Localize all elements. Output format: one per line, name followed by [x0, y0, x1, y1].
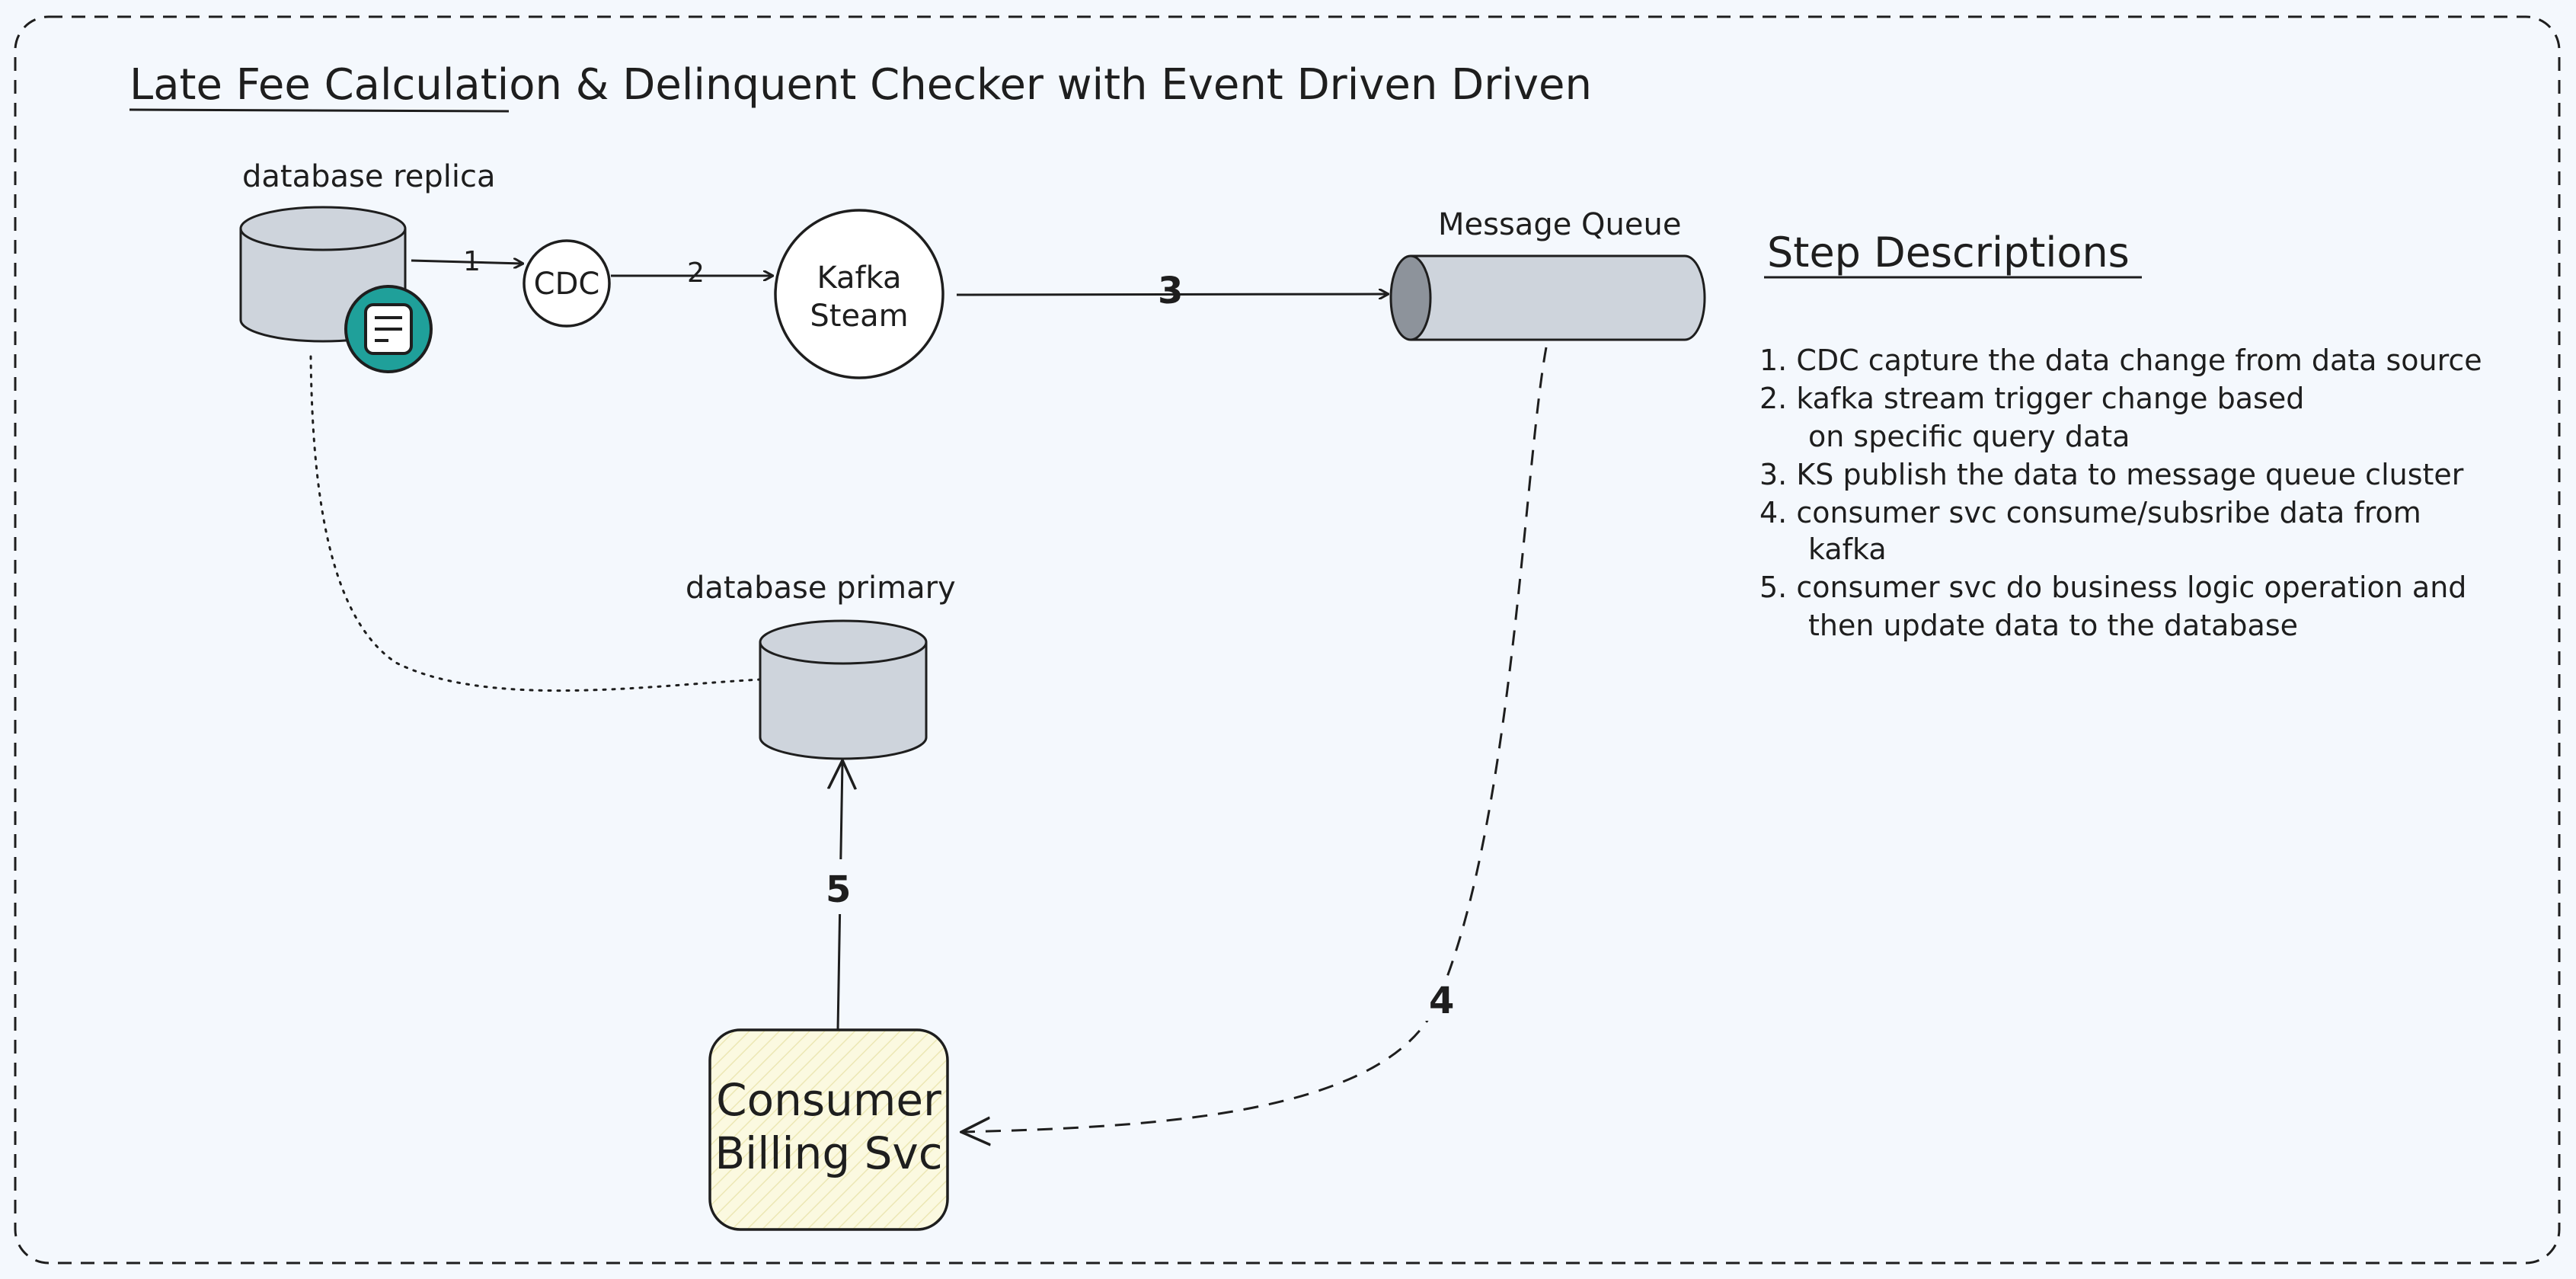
step-2-line1: 2. kafka stream trigger change based — [1759, 382, 2304, 415]
cdc-label: CDC — [534, 267, 600, 302]
svc-label-line2: Billing Svc — [714, 1127, 942, 1179]
step-3: 3. KS publish the data to message queue … — [1759, 458, 2464, 491]
arrow-3 — [956, 294, 1388, 295]
db-replica-label: database replica — [242, 159, 495, 194]
arrow-3-label: 3 — [1158, 270, 1183, 312]
kafka-stream-node[interactable] — [774, 209, 944, 379]
arrow-5-label: 5 — [826, 868, 851, 911]
document-icon — [344, 285, 433, 373]
svc-label-line1: Consumer — [716, 1074, 941, 1126]
arrow-4-label-bg — [1424, 977, 1458, 1021]
cdc-node[interactable] — [523, 239, 611, 328]
mq-label: Message Queue — [1438, 207, 1681, 242]
step-5-line2: then update data to the database — [1808, 609, 2298, 642]
arrow-4-label: 4 — [1429, 980, 1454, 1022]
db-primary-cylinder[interactable] — [759, 619, 928, 760]
step-5-line1: 5. consumer svc do business logic operat… — [1759, 571, 2466, 604]
diagram-frame — [14, 15, 2561, 1265]
title-underline — [129, 108, 510, 113]
arrow-1 — [411, 261, 523, 264]
diagram-title: Late Fee Calculation & Delinquent Checke… — [129, 60, 1592, 110]
message-queue-cylinder[interactable] — [1389, 254, 1706, 341]
arrow-2-label: 2 — [687, 257, 705, 289]
replication-link — [309, 355, 762, 692]
kafka-label-line1: Kafka — [817, 261, 901, 296]
db-primary-label: database primary — [686, 571, 956, 606]
consumer-billing-svc-node[interactable] — [708, 1028, 949, 1231]
step-2-line2: on specific query data — [1808, 420, 2130, 453]
kafka-label-line2: Steam — [810, 299, 908, 334]
step-1: 1. CDC capture the data change from data… — [1759, 344, 2482, 377]
steps-heading: Step Descriptions — [1767, 229, 2130, 277]
step-4-line1: 4. consumer svc consume/subsribe data fr… — [1759, 496, 2421, 529]
arrow-4 — [963, 347, 1548, 1132]
arrow-1-label: 1 — [463, 246, 481, 277]
arrow-5-label-bg — [818, 859, 864, 914]
step-4-line2: kafka — [1808, 532, 1887, 566]
